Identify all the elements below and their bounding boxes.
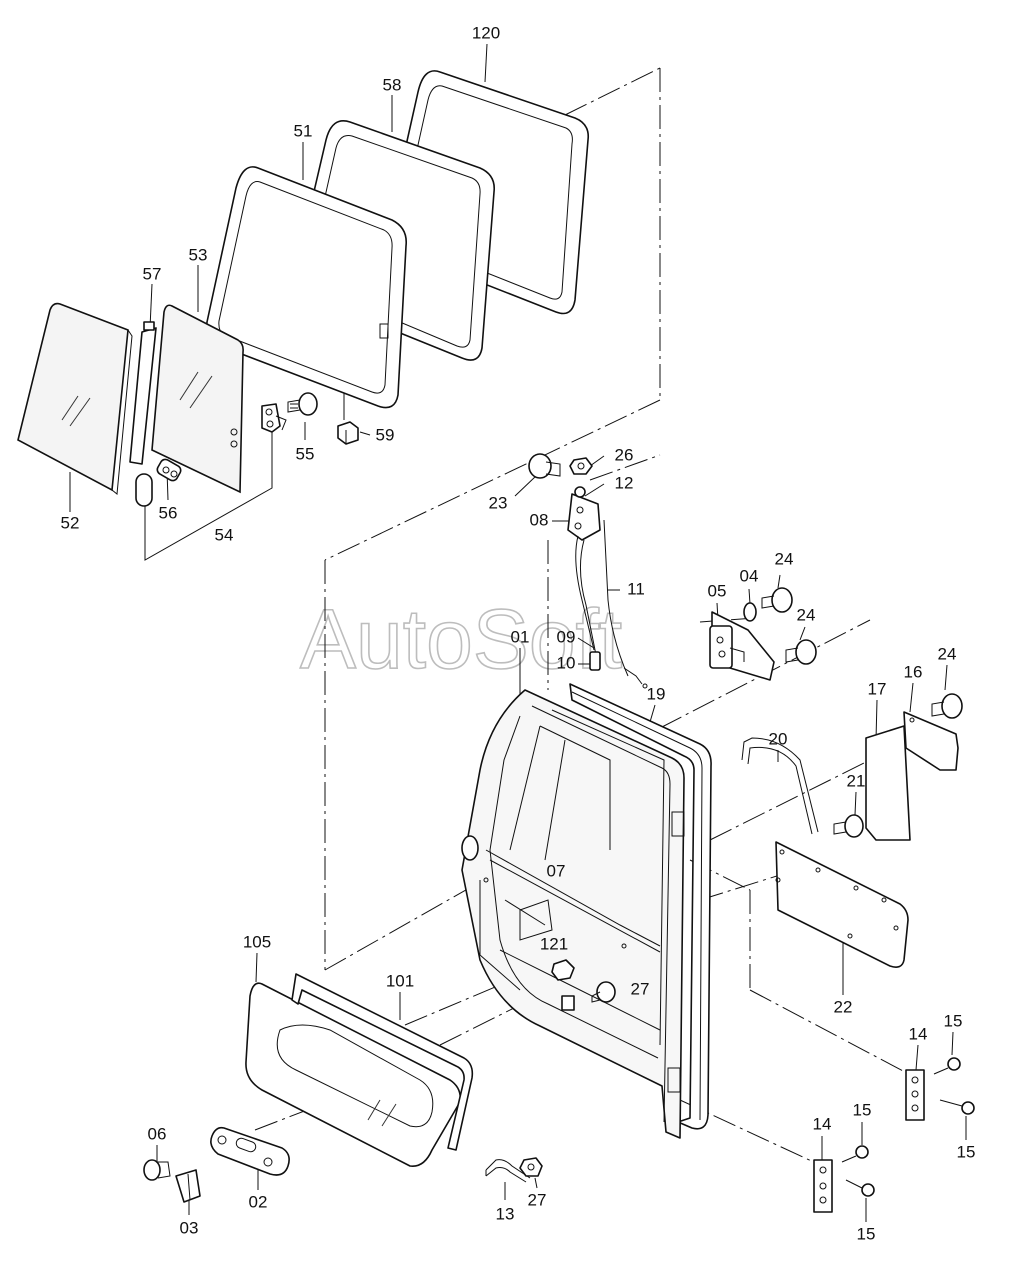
watermark-text: AutoSoft (300, 592, 622, 686)
lower-window-panel-105 (245, 982, 462, 1167)
callout-27-a: 27 (631, 979, 650, 998)
callout-12: 12 (615, 473, 634, 492)
callout-15-a: 15 (944, 1011, 963, 1030)
door-seal-19 (569, 683, 712, 1130)
callout-13: 13 (496, 1204, 515, 1223)
callout-120: 120 (472, 23, 500, 42)
lower-seal-101 (291, 973, 474, 1151)
callout-27-b: 27 (528, 1190, 547, 1209)
callout-15-c: 15 (853, 1100, 872, 1119)
callout-59: 59 (376, 425, 395, 444)
callout-23: 23 (489, 493, 508, 512)
seal-51 (205, 166, 408, 409)
lock-assembly (528, 453, 775, 689)
callout-121: 121 (540, 934, 568, 953)
callout-14-a: 14 (909, 1024, 928, 1043)
callout-57: 57 (143, 264, 162, 283)
callout-07: 07 (547, 861, 566, 880)
callout-06: 06 (148, 1124, 167, 1143)
callout-26: 26 (615, 445, 634, 464)
washer-04 (743, 602, 757, 622)
cover-17 (865, 725, 911, 841)
nut-26 (569, 457, 593, 475)
callout-55: 55 (296, 444, 315, 463)
hinge-14-a (905, 1069, 925, 1121)
clip-03 (175, 1169, 201, 1203)
callout-09: 09 (557, 627, 576, 646)
bolt-23 (528, 453, 561, 479)
nut-27-a (591, 981, 616, 1003)
callout-24-c: 24 (938, 644, 957, 663)
latch-plate-02 (210, 1126, 290, 1176)
callout-20: 20 (769, 729, 788, 748)
latch-bracket (261, 403, 287, 433)
callout-04: 04 (740, 566, 759, 585)
callout-52: 52 (61, 513, 80, 532)
callout-08: 08 (530, 510, 549, 529)
seal-strip-57 (129, 321, 157, 465)
callout-21: 21 (847, 771, 866, 790)
knob-55 (287, 392, 318, 416)
callout-05: 05 (708, 581, 727, 600)
callout-24-b: 24 (797, 605, 816, 624)
glass-pane-52 (17, 302, 133, 495)
knob-06 (143, 1159, 171, 1181)
spacer-56 (156, 458, 182, 482)
callout-14-b: 14 (813, 1114, 832, 1133)
callout-17: 17 (868, 679, 887, 698)
cap-54 (135, 473, 153, 507)
callout-53: 53 (189, 245, 208, 264)
callout-51: 51 (294, 121, 313, 140)
callout-56: 56 (159, 503, 178, 522)
callout-15-b: 15 (957, 1142, 976, 1161)
bolt-21 (833, 814, 864, 838)
callout-22: 22 (834, 997, 853, 1016)
nut-27-b (519, 1157, 543, 1177)
callout-15-d: 15 (857, 1224, 876, 1243)
bolt-15-group (841, 1057, 975, 1197)
callout-labels: 120 58 51 53 57 52 56 54 55 59 26 12 23 … (61, 23, 976, 1243)
grab-handle-20 (741, 737, 819, 835)
callout-11: 11 (627, 579, 645, 598)
callout-105: 105 (243, 932, 271, 951)
trim-plate-22 (775, 841, 909, 968)
nut-121 (551, 959, 575, 981)
callout-03: 03 (180, 1218, 199, 1237)
hinge-14-b (813, 1159, 833, 1213)
handle-13 (485, 1159, 531, 1183)
callout-24-a: 24 (775, 549, 794, 568)
callout-58: 58 (383, 75, 402, 94)
callout-54: 54 (215, 525, 234, 544)
callout-01: 01 (511, 627, 530, 646)
callout-02: 02 (249, 1192, 268, 1211)
bolt-24-c (931, 693, 963, 719)
glass-pane-53 (151, 304, 244, 494)
clip-59 (337, 421, 359, 445)
callout-10: 10 (557, 653, 576, 672)
latch-small (561, 995, 575, 1011)
bolt-24-b (785, 639, 817, 665)
callout-16: 16 (904, 662, 923, 681)
callout-101: 101 (386, 971, 414, 990)
cover-16 (903, 711, 959, 771)
door-frame-01 (461, 689, 685, 1139)
bolt-24-a (761, 587, 793, 613)
callout-19: 19 (647, 684, 666, 703)
